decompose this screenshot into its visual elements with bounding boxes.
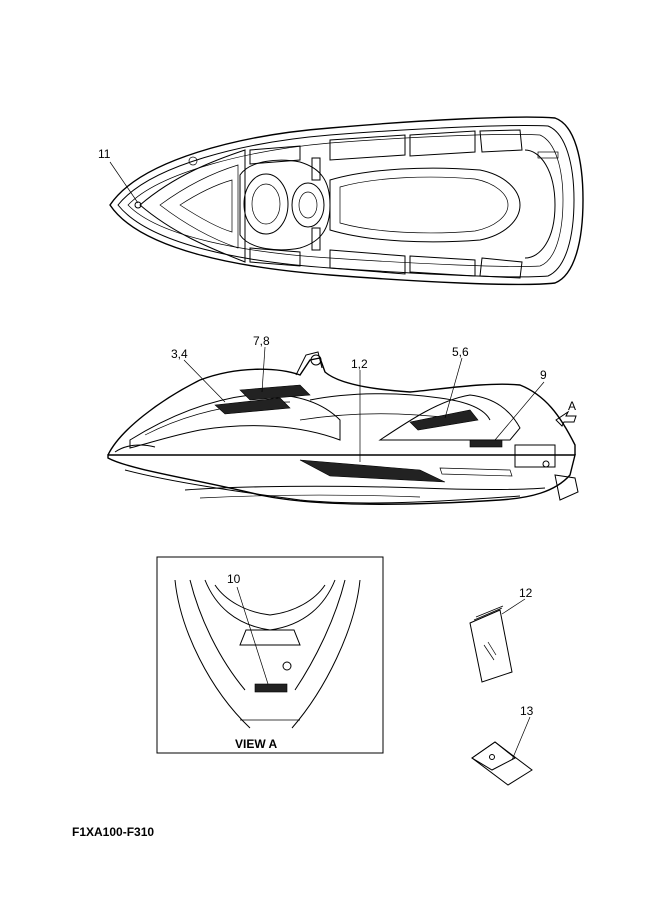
leader-lines: [109, 161, 545, 761]
callout-5-6: 5,6: [452, 345, 469, 359]
view-a-box: [156, 556, 384, 754]
top-view-hull: [109, 116, 584, 286]
view-arrow-icon: [555, 410, 577, 427]
part-12-card: [469, 605, 513, 683]
callout-11: 11: [98, 147, 111, 161]
callout-12: 12: [519, 586, 533, 600]
callout-10: 10: [227, 572, 241, 586]
part-13-pouch: [471, 741, 533, 786]
callout-1-2: 1,2: [351, 357, 368, 371]
callout-7-8: 7,8: [253, 334, 270, 348]
callout-9: 9: [540, 368, 547, 382]
view-a-label: VIEW A: [235, 737, 278, 751]
callout-a: A: [568, 399, 576, 413]
callout-13: 13: [520, 704, 534, 718]
side-view-hull: [107, 351, 579, 505]
diagram-code: F1XA100-F310: [72, 825, 155, 839]
callout-3-4: 3,4: [171, 347, 188, 361]
